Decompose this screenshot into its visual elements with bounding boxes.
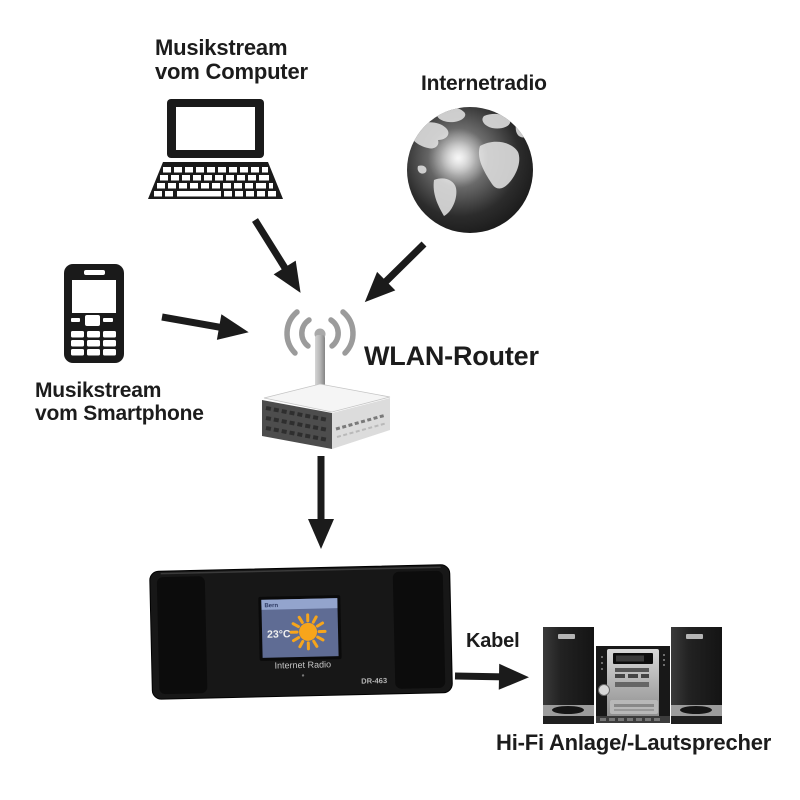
router-antenna: [315, 335, 325, 389]
laptop-icon: [148, 99, 283, 199]
arrow-smartphone-to-router: [161, 313, 249, 340]
internet-radio-device: Bern 23°C Inter: [149, 564, 453, 700]
sun-icon: [289, 613, 327, 651]
radio-right-speaker-panel: [392, 570, 446, 689]
smartphone-label-line2: vom Smartphone: [35, 402, 204, 425]
router-side: [332, 398, 390, 449]
hifi-center-unit: [596, 646, 670, 723]
computer-label-line1: Musikstream: [155, 35, 288, 60]
hifi-system-icon: [543, 627, 722, 724]
radio-screen-city: Bern: [264, 603, 278, 609]
wifi-router-icon: [262, 309, 391, 449]
arrow-computer-to-router: [252, 218, 301, 293]
hifi-left-speaker: [543, 627, 594, 724]
hifi-right-speaker: [671, 627, 722, 724]
laptop-keys: [154, 167, 276, 197]
radio-screen-temperature: 23°C: [267, 628, 291, 641]
radio-device-label: Internet Radio: [274, 659, 331, 670]
hifi-label: Hi-Fi Anlage/-Lautsprecher: [496, 730, 772, 755]
arrow-router-to-radio: [308, 456, 334, 549]
arrow-radio-to-hifi: [454, 663, 529, 690]
mobile-phone-icon: [64, 264, 124, 363]
phone-details: [71, 270, 116, 356]
computer-label-line2: vom Computer: [155, 59, 308, 84]
arrow-internetradio-to-router: [364, 241, 427, 303]
globe-highlight: [428, 128, 488, 188]
router-label: WLAN-Router: [364, 341, 539, 371]
smartphone-label-line1: Musikstream: [35, 379, 162, 402]
arrows: [161, 218, 529, 690]
computer-label: Musikstream vom Computer: [155, 36, 308, 84]
router-top: [263, 383, 391, 413]
radio-screen-titlebar: [261, 598, 338, 610]
cable-label: Kabel: [466, 630, 520, 652]
globe-icon: [407, 107, 533, 233]
radio-model-label: DR-463: [361, 676, 387, 686]
internetradio-label: Internetradio: [421, 72, 547, 95]
radio-left-speaker-panel: [156, 576, 208, 695]
wifi-waves-icon: [284, 309, 356, 356]
smartphone-label: Musikstream vom Smartphone: [35, 379, 204, 425]
